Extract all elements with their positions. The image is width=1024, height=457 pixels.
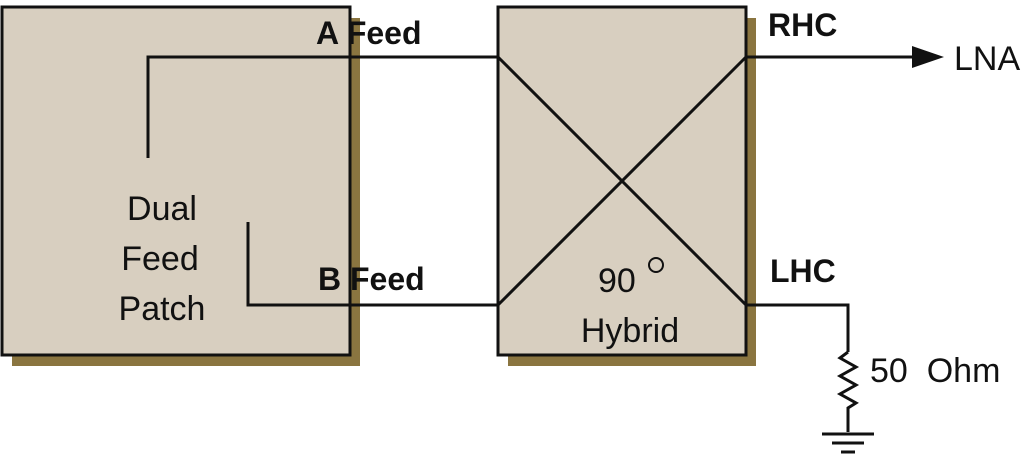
rhc-label: RHC [768, 7, 837, 43]
lhc-output-line [746, 303, 850, 352]
resistor-icon [836, 350, 860, 432]
b-feed-line [246, 222, 498, 307]
degree-symbol-icon [648, 257, 664, 273]
b-feed-label: B Feed [318, 261, 425, 297]
patch-label-line3: Patch [119, 290, 206, 328]
hybrid-cross-line-2 [496, 55, 748, 307]
hybrid-degrees-label: 90 [598, 262, 636, 300]
patch-label-line1: Dual [127, 190, 197, 228]
a-feed-label: A Feed [316, 15, 422, 51]
dual-feed-patch-box [0, 5, 352, 357]
arrow-right-icon [912, 46, 944, 68]
termination-label: 50 Ohm [870, 352, 1000, 390]
patch-label-line2: Feed [121, 240, 199, 278]
a-feed-line [146, 55, 498, 158]
lhc-label: LHC [770, 253, 836, 289]
lna-label: LNA [954, 40, 1020, 78]
hybrid-name-label: Hybrid [581, 312, 679, 350]
